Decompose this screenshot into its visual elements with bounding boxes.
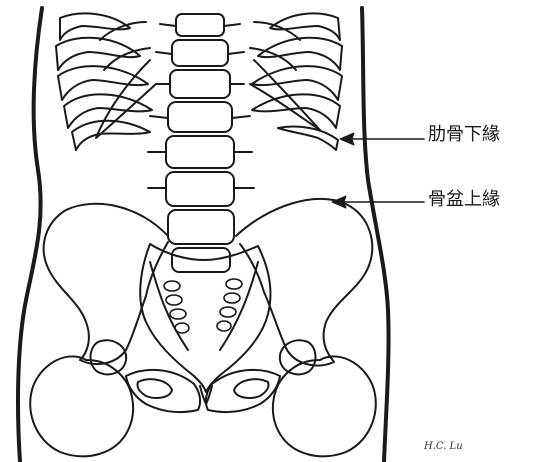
sacroiliac-right bbox=[220, 262, 258, 350]
pubic-right bbox=[206, 370, 280, 412]
rib-margin-arrowhead bbox=[340, 133, 354, 145]
sacral-foramina bbox=[164, 279, 242, 333]
pubic-left bbox=[126, 370, 200, 412]
left-rib-cage bbox=[56, 13, 152, 150]
obturator-left bbox=[137, 379, 172, 398]
artist-signature: H.C. Lu bbox=[424, 441, 463, 452]
right-rib-cage bbox=[250, 13, 342, 150]
pelvis-margin-arrowhead bbox=[332, 196, 346, 208]
obturator-right bbox=[234, 379, 269, 398]
femoral-head-right bbox=[280, 340, 316, 374]
rib-lower-margin-label: 肋骨下緣 bbox=[428, 126, 500, 144]
pelvis-upper-margin-label: 骨盆上緣 bbox=[428, 191, 500, 209]
femoral-head-left bbox=[91, 340, 127, 374]
